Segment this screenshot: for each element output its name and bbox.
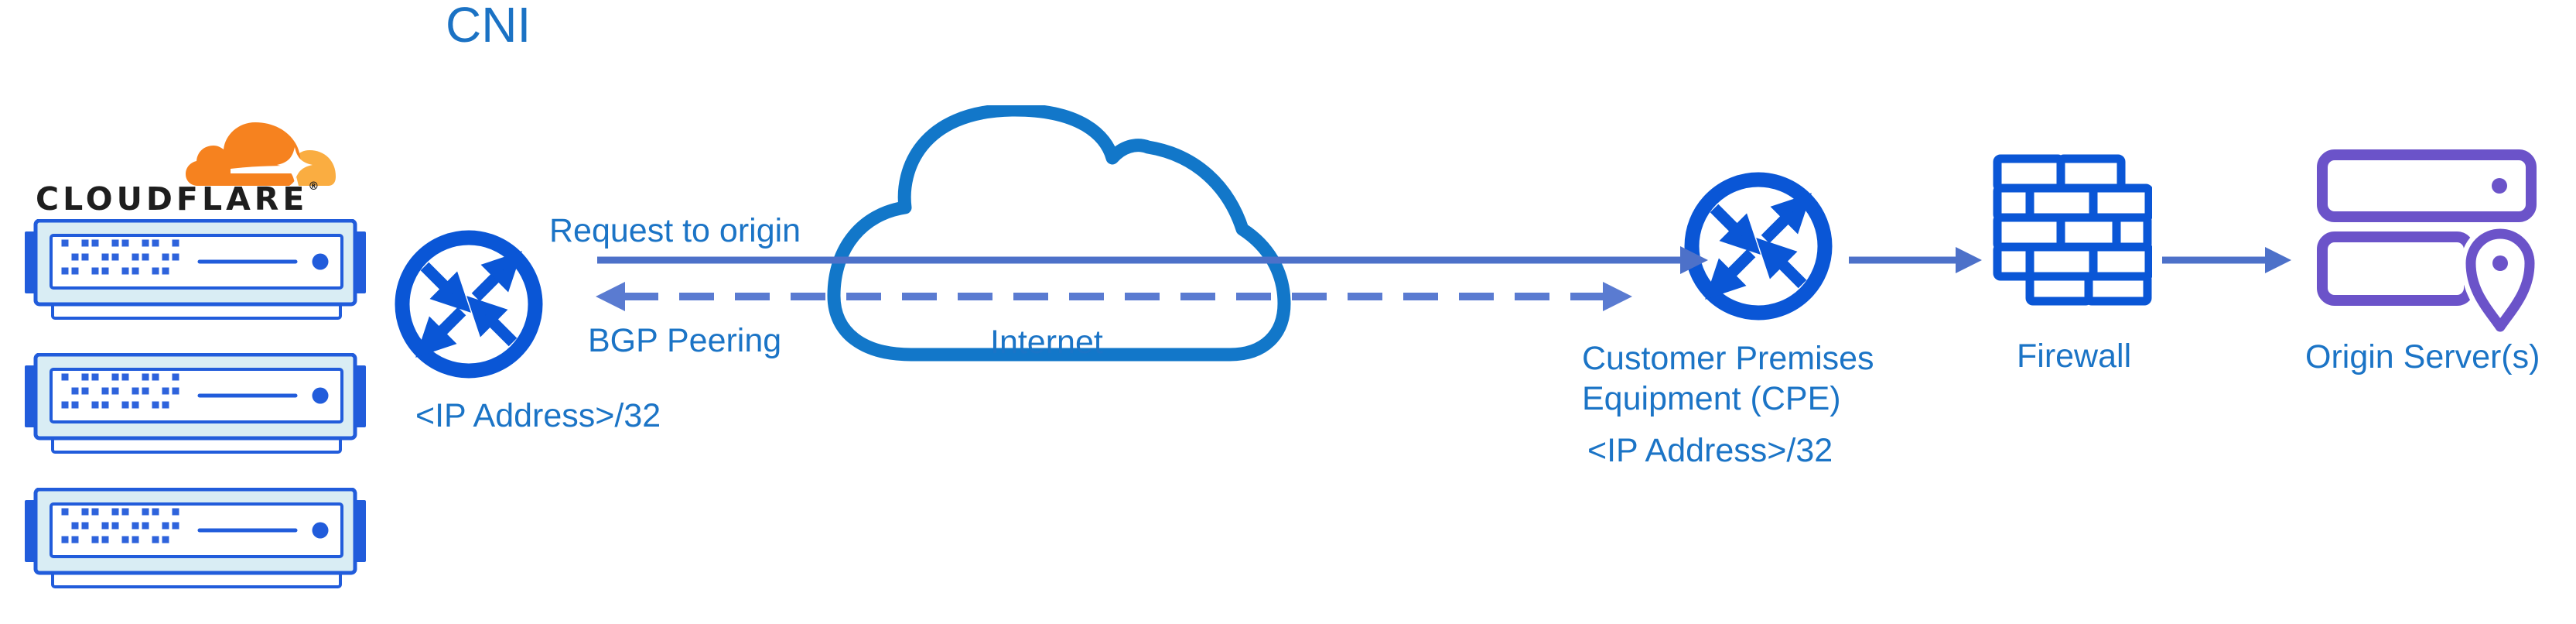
cpe-to-firewall-arrow xyxy=(1849,247,1982,273)
bgp-peering-arrow xyxy=(596,282,1632,311)
cloudflare-router-ip-label: <IP Address>/32 xyxy=(415,397,661,434)
cpe-label-line1: Customer Premises xyxy=(1582,340,1874,377)
bgp-peering-label: BGP Peering xyxy=(588,322,782,359)
firewall-brick-icon xyxy=(1993,154,2152,306)
internet-label: Internet xyxy=(990,324,1103,361)
origin-label: Origin Server(s) xyxy=(2305,338,2540,375)
firewall-label: Firewall xyxy=(2017,338,2132,375)
cpe-label-line2: Equipment (CPE) xyxy=(1582,380,1841,417)
location-pin-icon xyxy=(2461,224,2540,334)
request-to-origin-label: Request to origin xyxy=(549,212,801,249)
firewall-to-origin-arrow xyxy=(2162,247,2291,273)
request-to-origin-arrow xyxy=(597,246,1708,274)
cloudflare-logo-icon xyxy=(186,122,336,186)
origin-server-icon xyxy=(2317,149,2540,334)
registered-mark: ® xyxy=(308,180,319,193)
cloudflare-wordmark: CLOUDFLARE® xyxy=(36,180,319,218)
diagram-title: CNI xyxy=(446,0,531,53)
cpe-ip-label: <IP Address>/32 xyxy=(1587,432,1833,469)
